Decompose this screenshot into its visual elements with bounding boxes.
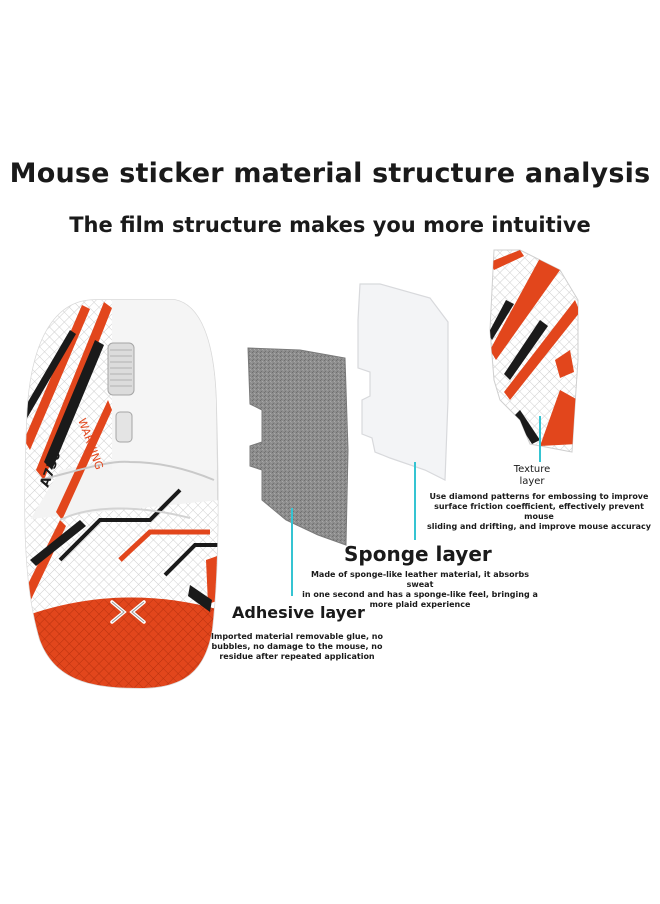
mouse-illustration: A750 WARNING — [24, 299, 219, 689]
sponge-layer-description: Made of sponge-like leather material, it… — [302, 570, 538, 609]
page-subtitle: The film structure makes you more intuit… — [69, 213, 591, 237]
adhesive-layer-sheet — [247, 347, 349, 546]
sponge-layer-sheet — [357, 283, 449, 481]
adhesive-layer-description: Imported material removable glue, no bub… — [211, 632, 383, 661]
texture-layer-sheet — [489, 249, 579, 453]
callout-lines — [291, 416, 541, 596]
page-title: Mouse sticker material structure analysi… — [9, 158, 651, 189]
brand-logo-icon — [110, 600, 146, 624]
texture-layer-description: Use diamond patterns for embossing to im… — [427, 492, 651, 531]
texture-layer-title: Texture layer — [513, 464, 551, 487]
sponge-layer-title: Sponge layer — [344, 542, 492, 566]
adhesive-layer-title: Adhesive layer — [232, 603, 365, 622]
